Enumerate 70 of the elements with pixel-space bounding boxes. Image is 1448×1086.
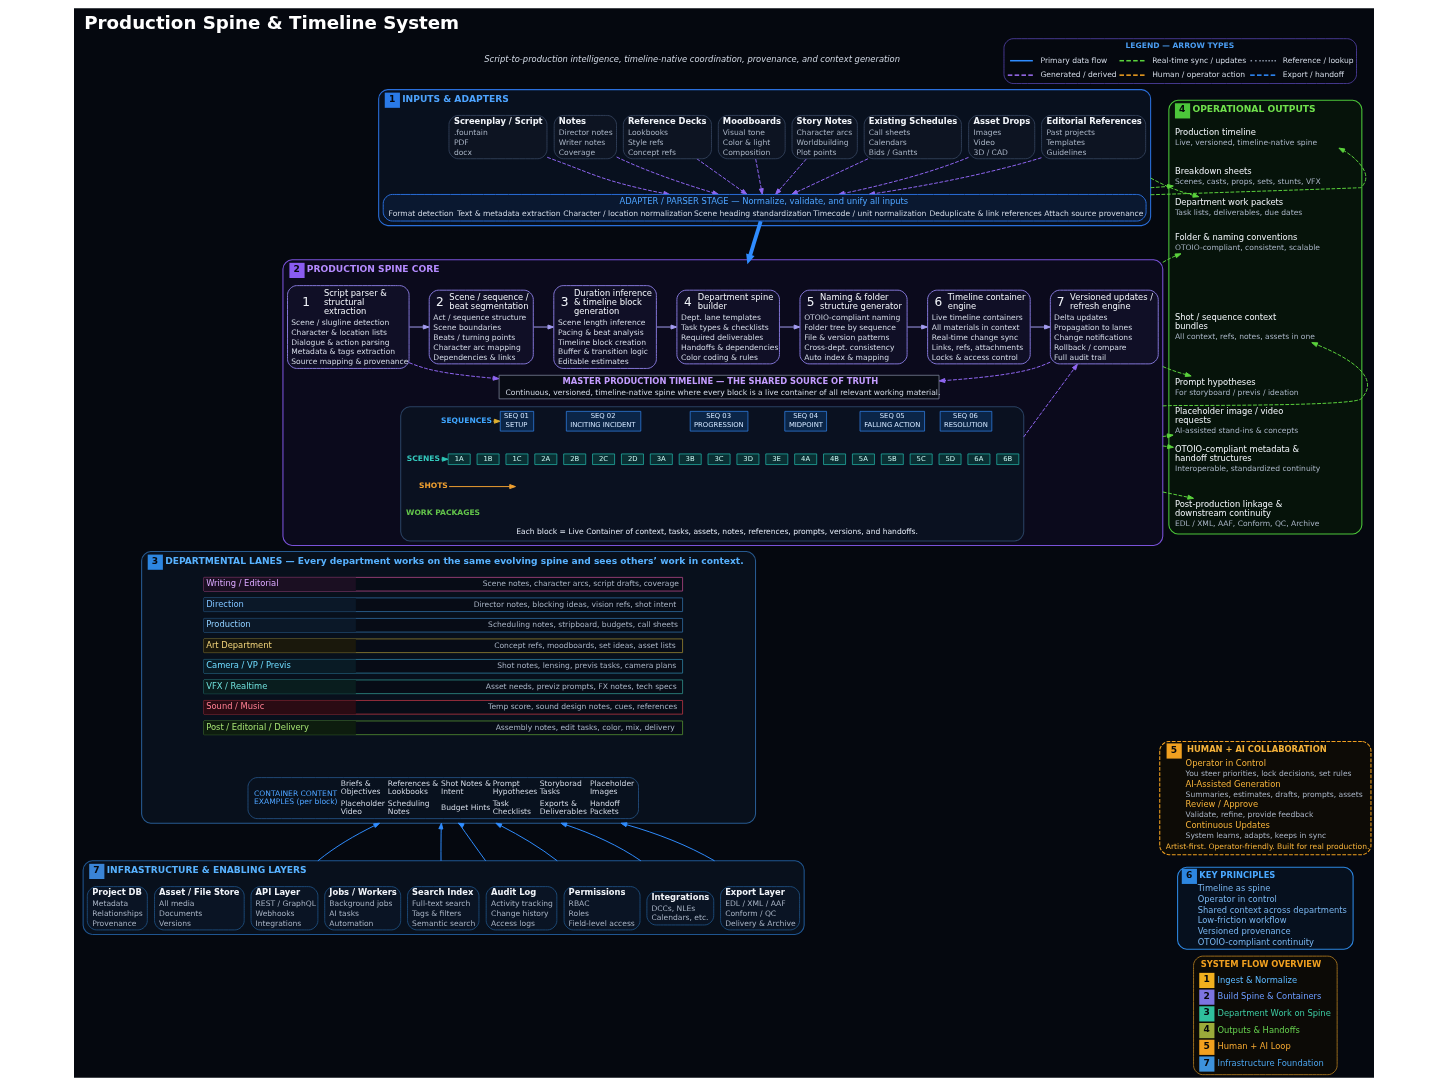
node-text: Shot / sequence context bundles All context, refs, notes, assets in one bbox=[1174, 312, 1315, 342]
node-text: Placeholder image / video requests AI-assisted stand-ins & concepts bbox=[1174, 406, 1299, 436]
node-box: Asset / File Store All media Documents Versions bbox=[154, 886, 245, 931]
node-box: Notes Director notes Writer notes Coverage bbox=[553, 115, 617, 160]
node-text: Prompt hypotheses For storyboard / previs / ideation bbox=[1174, 376, 1299, 397]
arrow bbox=[906, 324, 928, 330]
node-box: Editorial References Past projects Templates Guidelines bbox=[1041, 115, 1147, 160]
arrow bbox=[779, 324, 801, 330]
label: WORK PACKAGES bbox=[406, 508, 481, 518]
arrow bbox=[1162, 342, 1368, 407]
node-text: Department work packets Task lists, deliverables, due dates bbox=[1174, 197, 1303, 218]
arrow bbox=[1023, 363, 1078, 438]
legend-label: Primary data flow bbox=[1040, 55, 1108, 65]
arrow bbox=[1162, 491, 1195, 500]
node-box: Existing Schedules Call sheets Calendars Bids / Gantts bbox=[863, 115, 962, 160]
label: Script-to-production intelligence, timeline-native coordination, provenance, and context generation bbox=[484, 54, 900, 65]
arrow bbox=[938, 361, 1051, 383]
node-text: Folder & naming conventions OTOIO-compliant, consistent, scalable bbox=[1174, 232, 1321, 253]
legend-label: Generated / derived bbox=[1040, 70, 1117, 80]
node-box: Screenplay / Script .fountain PDF docx bbox=[448, 115, 548, 160]
arrow bbox=[1150, 183, 1174, 189]
node-box: API Layer REST / GraphQL Webhooks Integrations bbox=[250, 886, 319, 931]
node-box: MASTER PRODUCTION TIMELINE — THE SHARED SOURCE OF TRUTH Continuous, versioned, timeline-native spine where every block is a live container of all relevant working material. bbox=[498, 374, 940, 400]
node-box: Audit Log Activity tracking Change history Access logs bbox=[485, 886, 558, 931]
node-box: Project DB Metadata Relationships Provenance bbox=[86, 886, 148, 931]
arrow bbox=[495, 822, 558, 862]
legend-label: Human / operator action bbox=[1152, 70, 1246, 80]
node-box: Search Index Full-text search Tags & filters Semantic search bbox=[407, 886, 480, 931]
arrow bbox=[656, 324, 678, 330]
node-box: Jobs / Workers Background jobs AI tasks Automation bbox=[324, 886, 402, 931]
arrow bbox=[408, 324, 430, 330]
legend-label: Real-time sync / updates bbox=[1152, 55, 1247, 65]
arrow bbox=[1150, 147, 1367, 196]
legend-label: Export / handoff bbox=[1282, 70, 1344, 80]
arrow bbox=[1029, 324, 1051, 330]
node-box: SYSTEM FLOW OVERVIEW 1 Ingest & Normalize 2 Build Spine & Containers 3 Department Work on Spine 4 Outputs & Handoffs 5 Human + AI Loop 7 Infrastructure Foundation bbox=[1193, 955, 1338, 1076]
node-box: Reference Decks Lookbooks Style refs Concept refs bbox=[622, 115, 712, 160]
node-box: 1 Script parser & structural extraction Scene / slugline detection Character & location lists Dialogue & action parsing Metadata & tags extraction Source mapping & provenance bbox=[287, 285, 410, 369]
node-box: Story Notes Character arcs Worldbuilding Plot points bbox=[791, 115, 858, 160]
arrow bbox=[457, 822, 487, 862]
node-text: Production timeline Live, versioned, timeline-native spine bbox=[1174, 126, 1318, 147]
node-box: Integrations DCCs, NLEs Calendars, etc. bbox=[646, 891, 715, 926]
arrow bbox=[492, 418, 501, 424]
arrow bbox=[1162, 366, 1192, 377]
node-text: SCENES bbox=[406, 453, 440, 463]
arrow bbox=[408, 362, 500, 381]
arrow bbox=[560, 822, 642, 862]
node-text: SHOTS bbox=[418, 481, 448, 491]
node-text: OTOIO-compliant metadata & handoff structures Interoperable, standardized continuity bbox=[1174, 444, 1321, 474]
arrow bbox=[1162, 444, 1174, 450]
arrow bbox=[620, 822, 715, 862]
node-box: Permissions RBAC Roles Field-level access bbox=[563, 886, 641, 931]
arrow bbox=[533, 324, 555, 330]
node-box: Export Layer EDL / XML / AAF Conform / QC Delivery & Archive bbox=[720, 886, 800, 931]
arrow bbox=[1162, 433, 1174, 439]
arrow bbox=[317, 822, 381, 862]
arrow bbox=[746, 220, 763, 265]
legend-label: Reference / lookup bbox=[1282, 55, 1354, 65]
node-text: SEQUENCES bbox=[440, 415, 492, 425]
arrow bbox=[1150, 177, 1200, 198]
arrow bbox=[1162, 253, 1182, 263]
node-text: Breakdown sheets Scenes, casts, props, sets, stunts, VFX bbox=[1174, 166, 1321, 187]
node-text: Post-production linkage & downstream continuity EDL / XML, AAF, Conform, QC, Archive bbox=[1174, 498, 1320, 529]
diagram-title: Production Spine & Timeline System bbox=[84, 11, 460, 33]
label: LEGEND — ARROW TYPES bbox=[1125, 41, 1235, 51]
arrow bbox=[438, 822, 444, 862]
node-box: Moodboards Visual tone Color & light Composition bbox=[717, 115, 786, 160]
arrow bbox=[755, 158, 764, 195]
node-box: Asset Drops Images Video 3D / CAD bbox=[968, 115, 1036, 160]
arrow bbox=[448, 484, 516, 490]
